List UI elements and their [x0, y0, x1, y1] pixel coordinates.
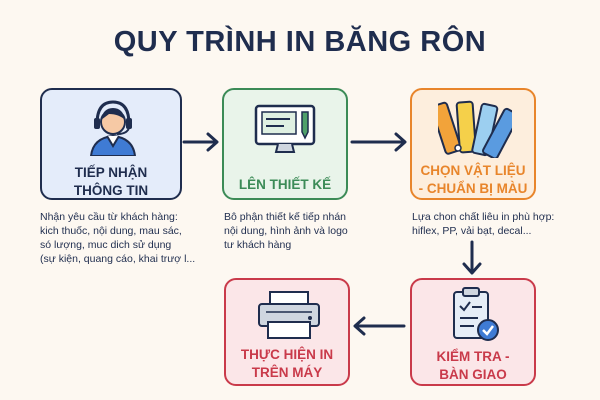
step-design: LÊN THIẾT KẾ — [222, 88, 348, 200]
color-swatch-icon — [438, 100, 512, 158]
description-line: Bô phận thiết kế tiếp nhán — [224, 211, 347, 223]
description-line: kich thuốc, nội dung, mau sác, — [40, 225, 182, 237]
arrow-right-icon — [350, 132, 407, 152]
description-line: tư khách hàng — [224, 239, 292, 251]
step-label-line: - CHUẨN BỊ MÀU — [418, 181, 528, 196]
description-line: nội dung, hình ảnh và logo — [224, 225, 348, 237]
customer-support-headset-icon — [89, 100, 137, 156]
arrow-right-icon — [182, 132, 219, 152]
description-line: hiflex, PP, vải bạt, decal... — [412, 225, 532, 237]
checklist-clipboard-icon — [453, 287, 499, 341]
arrow-down-icon — [462, 240, 482, 275]
step-choose-material-description: Lựa chon chất liêu in phù hợp: hiflex, P… — [412, 210, 554, 238]
step-receive-info: TIẾP NHẬN THÔNG TIN — [40, 88, 182, 200]
description-line: (sự kiện, quang cáo, khai trượ l... — [40, 253, 196, 265]
step-design-description: Bô phận thiết kế tiếp nhán nội dung, hìn… — [224, 210, 348, 252]
step-label-line: TRÊN MÁY — [251, 365, 323, 380]
step-receive-info-description: Nhận yêu cầu từ khách hàng: kich thuốc, … — [40, 210, 195, 266]
step-label-line: TIẾP NHẬN — [74, 165, 148, 180]
page-title: QUY TRÌNH IN BĂNG RÔN — [113, 26, 487, 58]
description-line: só lượng, muc dich sử dụng — [40, 239, 172, 251]
arrow-left-icon — [353, 316, 406, 336]
step-label-line: THỰC HIỆN IN — [240, 347, 334, 362]
description-line: Lựa chon chất liêu in phù hợp: — [412, 211, 555, 223]
step-label-line: LÊN THIẾT KẾ — [238, 177, 332, 192]
printer-icon — [258, 291, 320, 339]
step-check-handover: KIỂM TRA - BÀN GIAO — [410, 278, 536, 386]
monitor-design-icon — [254, 104, 316, 153]
step-label-line: THÔNG TIN — [73, 183, 149, 198]
step-choose-material: CHỌN VẬT LIỆU - CHUẨN BỊ MÀU — [410, 88, 536, 200]
step-label-line: CHỌN VẬT LIỆU — [420, 163, 526, 178]
step-label-line: KIỂM TRA - — [436, 349, 510, 364]
step-label-line: BÀN GIAO — [439, 367, 507, 382]
step-print: THỰC HIỆN IN TRÊN MÁY — [224, 278, 350, 386]
description-line: Nhận yêu cầu từ khách hàng: — [40, 211, 178, 223]
